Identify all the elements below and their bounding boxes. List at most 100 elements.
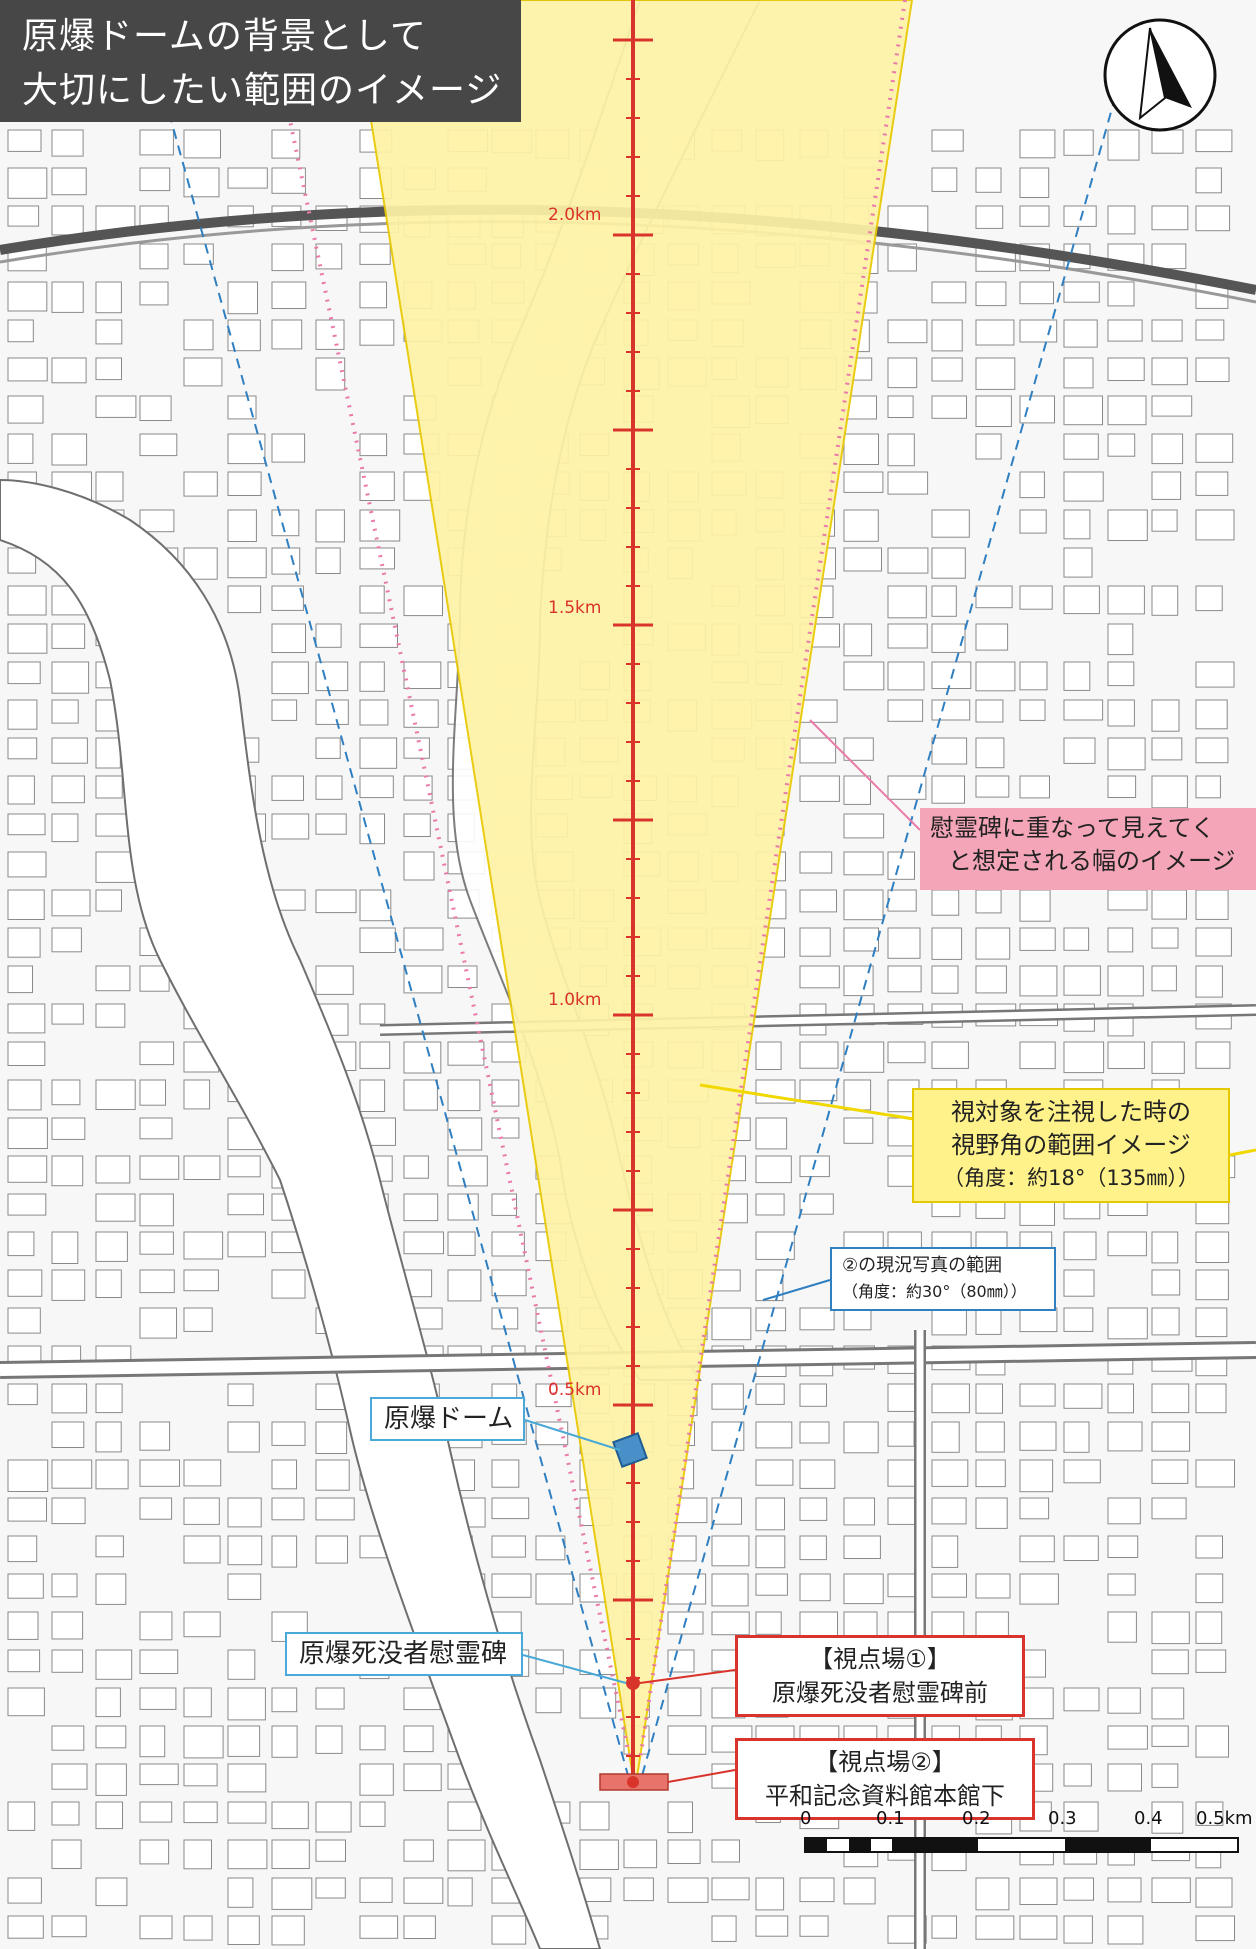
- city-block: [51, 281, 84, 313]
- city-block: [271, 1839, 310, 1869]
- city-block: [1063, 1421, 1090, 1453]
- city-block: [139, 1801, 173, 1823]
- city-block: [227, 547, 267, 579]
- city-block: [7, 357, 48, 382]
- city-block: [51, 737, 88, 764]
- city-block: [491, 1459, 520, 1488]
- city-block: [799, 775, 840, 802]
- city-block: [1195, 1649, 1227, 1673]
- city-block: [887, 1383, 918, 1412]
- city-block: [1107, 1687, 1141, 1714]
- callout-overlap-line-1: 慰霊碑に重なって見えてく: [930, 814, 1215, 842]
- city-block: [931, 889, 960, 916]
- city-block: [1019, 129, 1056, 159]
- city-block: [755, 1421, 793, 1449]
- city-block: [1151, 1725, 1189, 1747]
- city-block: [1195, 1801, 1224, 1826]
- city-block: [95, 1155, 131, 1184]
- city-block: [1107, 1041, 1145, 1069]
- city-block: [227, 1383, 254, 1407]
- city-block: [403, 813, 431, 837]
- city-block: [667, 1801, 693, 1834]
- city-block: [359, 1915, 399, 1939]
- city-block: [139, 1497, 173, 1520]
- city-block: [183, 1535, 221, 1564]
- city-block: [491, 1231, 525, 1257]
- city-block: [1019, 281, 1054, 305]
- city-block: [887, 1155, 918, 1187]
- callout-viewpoint-2-line-1: 【視点場②】: [814, 1748, 956, 1776]
- city-block: [95, 1421, 122, 1453]
- city-block: [1107, 889, 1148, 911]
- callout-viewpoint-1: 【視点場①】 原爆死没者慰霊碑前: [735, 1635, 1025, 1717]
- city-block: [1151, 471, 1182, 500]
- city-block: [95, 1193, 136, 1222]
- city-block: [7, 205, 40, 227]
- city-block: [95, 281, 122, 314]
- city-block: [403, 699, 439, 728]
- city-block: [95, 1687, 121, 1718]
- city-block: [7, 889, 45, 920]
- city-block: [403, 1193, 439, 1222]
- city-block: [931, 167, 958, 192]
- city-block: [271, 1535, 298, 1568]
- leader-overlap: [809, 719, 921, 831]
- city-block: [1195, 1383, 1227, 1414]
- city-block: [1151, 1649, 1189, 1675]
- city-block: [1019, 167, 1050, 198]
- city-block: [315, 357, 346, 391]
- city-block: [931, 1307, 967, 1336]
- city-block: [51, 129, 84, 157]
- city-block: [799, 851, 833, 874]
- city-block: [931, 1915, 957, 1939]
- city-block: [579, 1649, 617, 1675]
- city-block: [7, 395, 44, 424]
- city-block: [1195, 1877, 1233, 1908]
- city-block: [1019, 585, 1053, 610]
- city-block: [227, 1915, 260, 1945]
- city-block: [359, 889, 392, 922]
- city-block: [95, 965, 131, 992]
- city-block: [843, 1497, 875, 1526]
- city-block: [183, 1307, 213, 1332]
- city-block: [667, 1649, 695, 1673]
- city-block: [1107, 623, 1134, 656]
- city-block: [975, 965, 1007, 994]
- city-block: [183, 1497, 220, 1525]
- city-block: [1195, 1307, 1228, 1338]
- city-block: [1107, 1763, 1142, 1792]
- city-block: [183, 167, 220, 198]
- city-block: [1151, 699, 1180, 732]
- city-block: [7, 1231, 35, 1257]
- city-block: [1151, 1801, 1184, 1834]
- city-block: [315, 1839, 346, 1862]
- city-block: [315, 775, 343, 800]
- city-block: [1195, 167, 1222, 194]
- city-block: [755, 1041, 782, 1070]
- scale-label-0-1: 0.1: [876, 1808, 905, 1829]
- city-block: [1063, 547, 1093, 578]
- city-block: [843, 509, 879, 542]
- city-block: [1151, 585, 1179, 616]
- city-block: [1195, 965, 1223, 998]
- city-block: [975, 1459, 1006, 1488]
- city-block: [755, 1497, 785, 1531]
- scale-bar: [804, 1837, 1239, 1853]
- city-block: [315, 1687, 345, 1710]
- city-block: [491, 1193, 517, 1216]
- city-block: [887, 1421, 915, 1447]
- city-block: [1107, 357, 1145, 381]
- axis-ticks: [613, 38, 653, 1757]
- city-block: [755, 1535, 786, 1569]
- city-block: [51, 623, 86, 649]
- city-block: [887, 471, 929, 495]
- city-block: [843, 927, 879, 952]
- city-block: [755, 1877, 785, 1911]
- city-block: [579, 1687, 617, 1719]
- city-block: [227, 1573, 262, 1600]
- city-block: [931, 1041, 969, 1069]
- city-block: [667, 1725, 707, 1755]
- city-block: [1107, 1535, 1139, 1558]
- city-block: [95, 357, 122, 381]
